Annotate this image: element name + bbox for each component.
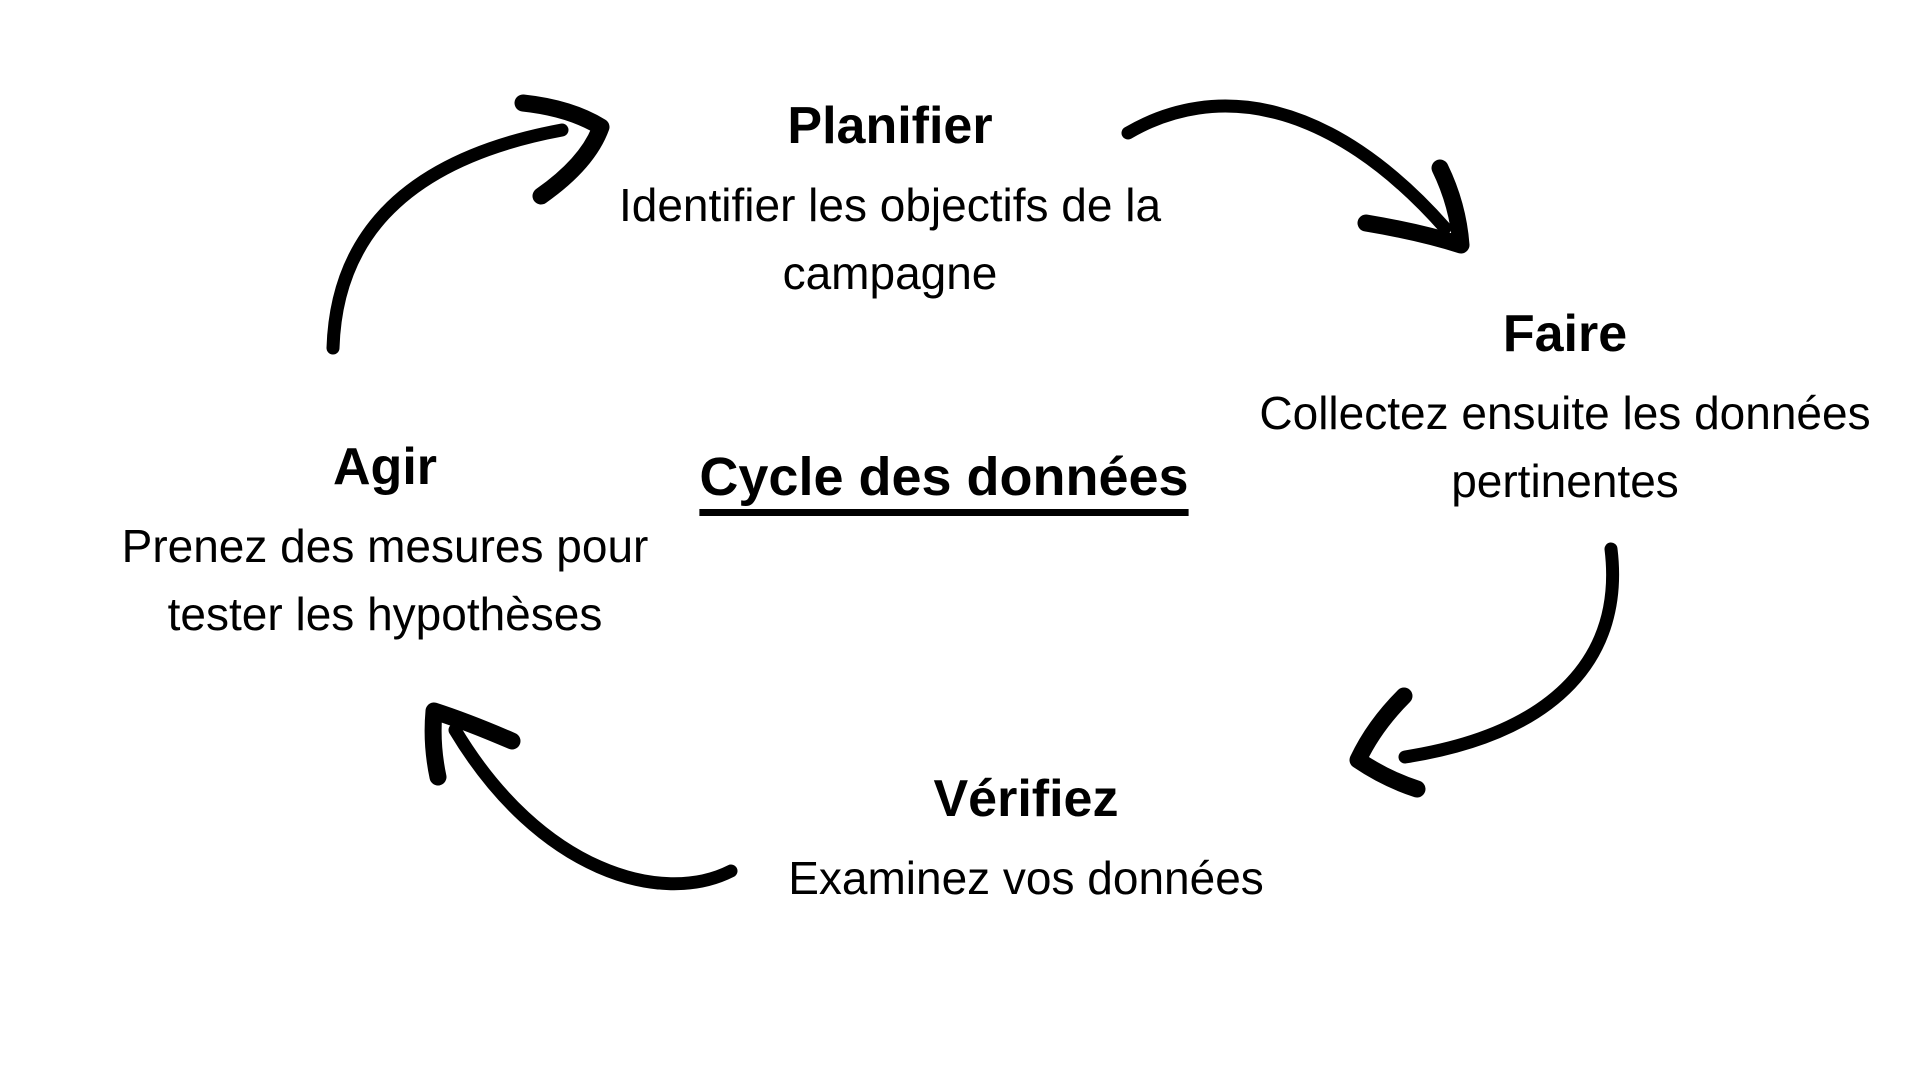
stage-agir-title: Agir xyxy=(333,438,437,496)
arrow-planifier-to-faire-icon xyxy=(1121,99,1470,254)
stage-faire-description: Collectez ensuite les données pertinente… xyxy=(1259,387,1871,508)
stage-agir: Agir Prenez des mesures pour tester les … xyxy=(75,436,695,649)
stage-faire: Faire Collectez ensuite les données pert… xyxy=(1215,303,1915,516)
diagram-title: Cycle des données xyxy=(699,447,1189,507)
arrow-agir-to-planifier-icon xyxy=(326,94,610,355)
stage-verifiez-description: Examinez vos données xyxy=(788,852,1264,905)
stage-planifier-title: Planifier xyxy=(787,97,993,155)
stage-planifier-description: Identifier les objectifs de la campagne xyxy=(618,179,1162,300)
arrow-faire-to-verifiez-icon xyxy=(1349,542,1620,798)
stage-agir-description: Prenez des mesures pour tester les hypot… xyxy=(121,520,649,641)
stage-verifiez: Vérifiez Examinez vos données xyxy=(716,768,1336,912)
stage-planifier: Planifier Identifier les objectifs de la… xyxy=(560,95,1220,308)
arrow-verifiez-to-agir-icon xyxy=(424,702,738,891)
stage-faire-title: Faire xyxy=(1502,305,1628,363)
stage-verifiez-title: Vérifiez xyxy=(933,770,1119,828)
